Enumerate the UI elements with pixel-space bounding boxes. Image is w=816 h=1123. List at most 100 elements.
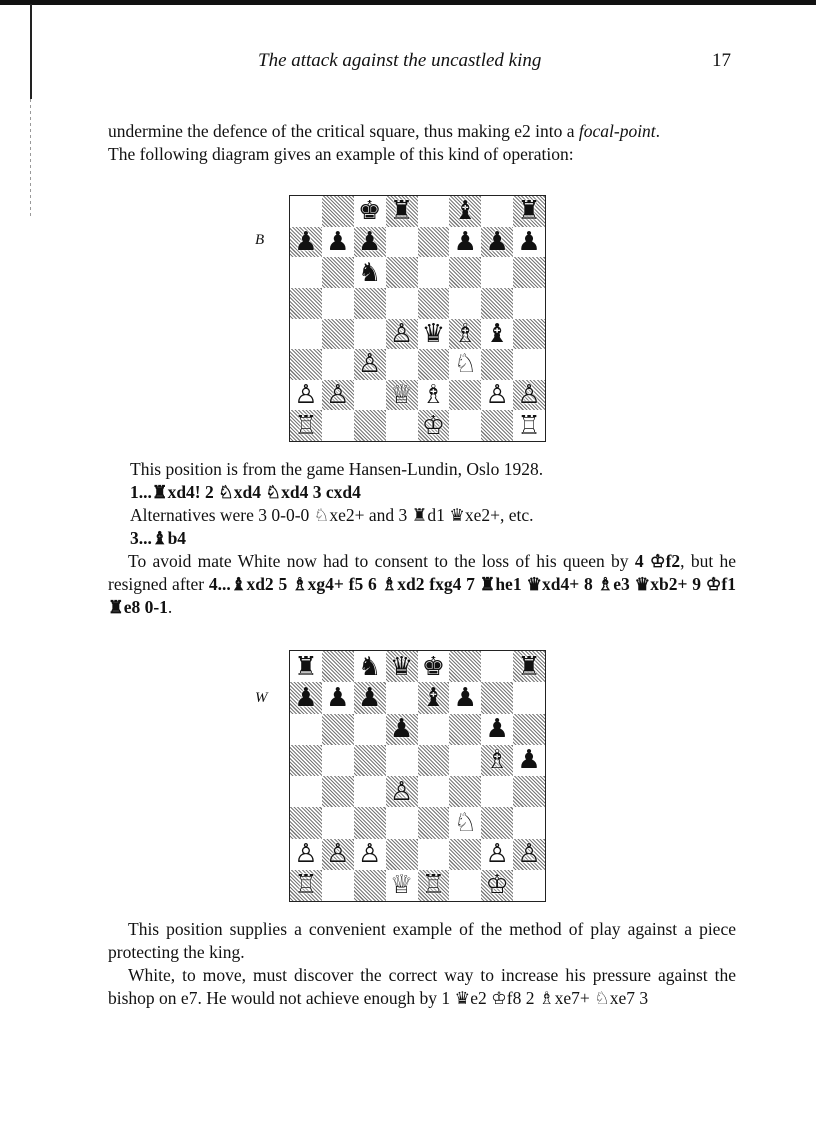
white-pawn-icon: ♙ bbox=[326, 839, 350, 870]
black-pawn-icon: ♟ bbox=[326, 682, 350, 713]
square-c6 bbox=[354, 714, 386, 745]
black-rook-icon: ♜ bbox=[389, 196, 414, 227]
square-d3 bbox=[386, 349, 418, 380]
square-e4: ♛ bbox=[418, 319, 450, 350]
square-d6 bbox=[385, 257, 418, 288]
main-line-moves: 1...♜xd4! 2 ♘xd4 ♘xd4 3 cxd4 bbox=[130, 482, 361, 502]
square-h7: ♟ bbox=[513, 227, 545, 258]
square-c5 bbox=[353, 287, 386, 319]
square-e3 bbox=[417, 349, 450, 380]
square-h8: ♜ bbox=[513, 196, 545, 227]
intro-text-2: The following diagram gives an example o… bbox=[108, 144, 574, 164]
square-e8: ♚ bbox=[418, 651, 450, 682]
square-a1: ♖ bbox=[290, 869, 322, 901]
square-h2: ♙ bbox=[513, 379, 545, 411]
square-h7 bbox=[513, 682, 545, 713]
square-c3 bbox=[353, 807, 386, 839]
square-f2 bbox=[449, 379, 482, 411]
square-a2: ♙ bbox=[290, 839, 322, 870]
square-c1 bbox=[353, 410, 386, 441]
square-e1: ♖ bbox=[417, 869, 450, 901]
square-e1: ♔ bbox=[417, 410, 450, 441]
square-a7: ♟ bbox=[290, 682, 322, 714]
square-f8: ♝ bbox=[449, 196, 482, 227]
square-b8 bbox=[321, 651, 354, 683]
square-d7 bbox=[386, 682, 418, 713]
square-b3 bbox=[322, 807, 354, 838]
square-h3 bbox=[513, 349, 545, 380]
white-rook-icon: ♖ bbox=[294, 870, 318, 901]
method-paragraph: This position supplies a convenient exam… bbox=[108, 918, 736, 964]
black-bishop-icon: ♝ bbox=[485, 318, 509, 349]
square-b4 bbox=[321, 318, 354, 350]
square-h1: ♖ bbox=[513, 410, 545, 441]
square-h6 bbox=[513, 713, 545, 745]
square-c8: ♞ bbox=[354, 651, 386, 682]
square-b8 bbox=[321, 196, 354, 227]
square-d4: ♙ bbox=[385, 776, 418, 808]
white-pawn-icon: ♙ bbox=[358, 349, 382, 380]
square-d8: ♜ bbox=[385, 196, 418, 227]
square-b7: ♟ bbox=[322, 682, 354, 713]
square-e7 bbox=[417, 226, 450, 258]
black-king-icon: ♚ bbox=[421, 651, 446, 682]
focal-point-term: focal-point bbox=[578, 121, 656, 141]
white-pawn-icon: ♙ bbox=[358, 839, 382, 870]
square-g7 bbox=[481, 682, 514, 714]
side-to-move-label-2: W bbox=[255, 690, 268, 706]
black-king-icon: ♚ bbox=[358, 196, 382, 227]
square-b2: ♙ bbox=[321, 379, 354, 411]
square-g2: ♙ bbox=[481, 839, 513, 870]
white-pawn-icon: ♙ bbox=[389, 776, 414, 807]
black-rook-icon: ♜ bbox=[294, 651, 318, 682]
square-b5 bbox=[322, 745, 354, 776]
conclusion-end: . bbox=[167, 597, 173, 617]
square-e2 bbox=[418, 839, 450, 870]
square-f5 bbox=[449, 288, 481, 319]
square-g6: ♟ bbox=[481, 714, 513, 745]
conclusion-text: To avoid mate White now had to consent t… bbox=[128, 551, 635, 571]
white-king-icon: ♔ bbox=[421, 410, 446, 441]
black-bishop-icon: ♝ bbox=[453, 196, 477, 227]
square-a1: ♖ bbox=[290, 410, 322, 441]
black-pawn-icon: ♟ bbox=[294, 682, 318, 713]
square-c2: ♙ bbox=[354, 839, 386, 870]
square-c1 bbox=[353, 869, 386, 901]
black-rook-icon: ♜ bbox=[517, 196, 541, 227]
square-d1 bbox=[386, 410, 418, 441]
intro-paragraph: undermine the defence of the critical sq… bbox=[108, 120, 736, 166]
square-b1 bbox=[322, 410, 354, 441]
square-h2: ♙ bbox=[513, 838, 545, 870]
square-e7: ♝ bbox=[417, 682, 450, 714]
square-g4 bbox=[481, 776, 513, 807]
square-b2: ♙ bbox=[321, 838, 354, 870]
square-c2 bbox=[354, 380, 386, 411]
square-d8: ♛ bbox=[385, 651, 418, 683]
white-pawn-icon: ♙ bbox=[294, 839, 318, 870]
square-b5 bbox=[322, 288, 354, 319]
white-pawn-icon: ♙ bbox=[326, 380, 350, 411]
square-g7: ♟ bbox=[481, 226, 514, 258]
square-g4: ♝ bbox=[481, 319, 513, 350]
square-g3 bbox=[481, 807, 514, 839]
intro-text: undermine the defence of the critical sq… bbox=[108, 121, 579, 141]
chess-diagram-2: ♜♞♛♚♜♟♟♟♝♟♟♟♗♟♙♘♙♙♙♙♙♖♕♖♔ bbox=[289, 650, 546, 902]
square-d1: ♕ bbox=[386, 870, 418, 901]
white-pawn-icon: ♙ bbox=[517, 380, 541, 411]
black-bishop-icon: ♝ bbox=[421, 682, 446, 713]
square-b6 bbox=[321, 713, 354, 745]
square-a2: ♙ bbox=[290, 380, 322, 411]
square-a8 bbox=[290, 196, 322, 227]
black-pawn-icon: ♟ bbox=[517, 745, 541, 776]
alternatives-note: Alternatives were 3 0-0-0 ♘xe2+ and 3 ♜d… bbox=[130, 505, 534, 525]
square-g6 bbox=[481, 257, 513, 288]
square-f4 bbox=[449, 776, 482, 808]
square-f8 bbox=[449, 651, 482, 683]
square-e3 bbox=[417, 807, 450, 839]
square-b1 bbox=[322, 870, 354, 901]
square-f6 bbox=[449, 713, 482, 745]
square-f5 bbox=[449, 745, 481, 776]
game-source: This position is from the game Hansen-Lu… bbox=[130, 459, 544, 479]
square-e5 bbox=[417, 287, 450, 319]
square-e6 bbox=[418, 714, 450, 745]
